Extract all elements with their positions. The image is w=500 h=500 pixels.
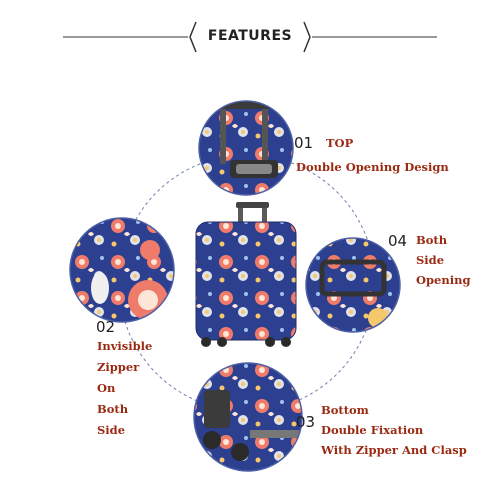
- feature-02-line-2: Zipper: [97, 360, 140, 374]
- feature-02-line-5: Side: [97, 423, 126, 437]
- suitcase-image: [195, 202, 297, 347]
- feature-02-line-1: Invisible: [97, 339, 153, 353]
- feature-01-line-2: Double Opening Design: [296, 160, 449, 174]
- feature-number-01: 01: [294, 134, 314, 152]
- feature-02-line-3: On: [97, 381, 116, 395]
- top-handle-detail: [198, 100, 294, 196]
- header-decoration: [63, 21, 437, 53]
- feature-02-line-4: Both: [97, 402, 129, 416]
- feature-04-line-2: Side: [416, 253, 445, 267]
- side-handle-detail: [305, 237, 401, 333]
- feature-04-line-3: Opening: [416, 273, 471, 287]
- feature-number-04: 04: [388, 232, 408, 250]
- feature-number-02: 02: [96, 318, 116, 336]
- side-zipper-detail: [69, 217, 175, 323]
- feature-03-line-1: Bottom: [321, 403, 369, 417]
- bottom-wheels-detail: [193, 362, 303, 472]
- feature-03-line-2: Double Fixation: [321, 423, 424, 437]
- feature-number-03: 03: [296, 413, 316, 431]
- feature-03-line-3: With Zipper And Clasp: [321, 443, 467, 457]
- page-title: FEATURES: [207, 28, 293, 44]
- feature-04-line-1: Both: [416, 233, 448, 247]
- feature-01-line-1: TOP: [326, 136, 354, 150]
